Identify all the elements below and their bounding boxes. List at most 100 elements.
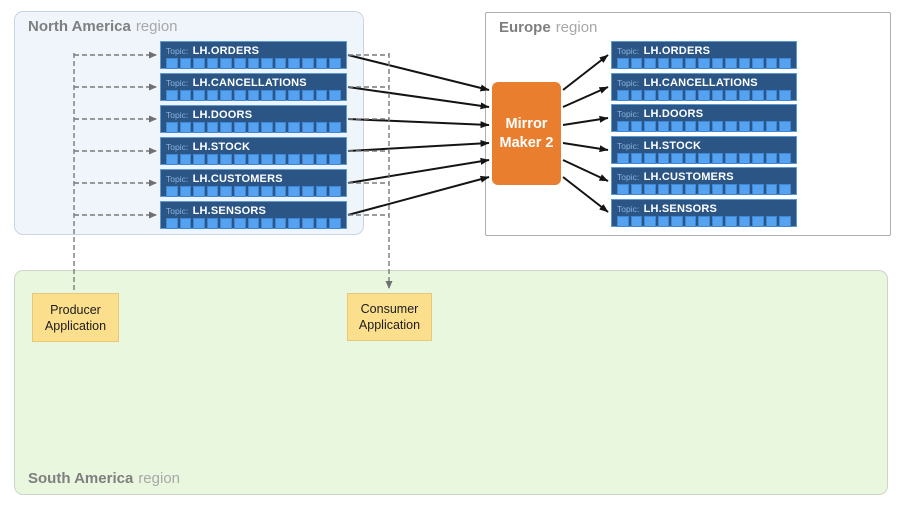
partition-square xyxy=(247,218,260,229)
topic-prefix-label: Topic: xyxy=(617,203,642,214)
partition-square xyxy=(302,58,314,69)
partition-square xyxy=(657,58,670,69)
topic-bar-lh-sensors: Topic: LH.SENSORS xyxy=(611,198,797,227)
region-name: South America xyxy=(28,470,134,487)
partition-square xyxy=(193,186,205,197)
producer-label-line1: Producer xyxy=(50,302,101,317)
partition-square xyxy=(302,154,314,165)
topic-name-label: LH.DOORS xyxy=(643,108,704,120)
partition-square xyxy=(288,186,301,197)
partition-square xyxy=(711,89,724,101)
partition-square xyxy=(288,154,301,165)
partition-square xyxy=(684,121,697,132)
partition-square xyxy=(752,152,764,164)
partition-square xyxy=(329,154,341,165)
partition-square xyxy=(179,218,192,229)
partition-square xyxy=(288,122,301,133)
partition-square xyxy=(261,58,273,69)
partition-row xyxy=(617,121,791,132)
partition-square xyxy=(644,184,656,195)
topic-label-row: Topic: LH.ORDERS xyxy=(617,44,791,57)
partition-square xyxy=(671,121,683,132)
topic-bar-lh-stock: Topic: LH.STOCK xyxy=(160,137,347,165)
partition-square xyxy=(657,152,670,164)
partition-square xyxy=(725,184,737,195)
partition-square xyxy=(261,154,273,165)
partition-square xyxy=(166,218,178,229)
partition-square xyxy=(698,184,710,195)
partition-square xyxy=(738,89,751,101)
partition-square xyxy=(166,186,178,197)
partition-square xyxy=(261,186,273,197)
topic-bar-lh-doors: Topic: LH.DOORS xyxy=(160,105,347,133)
partition-row xyxy=(166,218,341,229)
partition-square xyxy=(779,121,791,132)
topic-bar-lh-orders: Topic: LH.ORDERS xyxy=(160,41,347,69)
partition-square xyxy=(302,186,314,197)
region-name: North America xyxy=(28,18,131,35)
partition-square xyxy=(617,121,629,132)
partition-square xyxy=(179,58,192,69)
topic-prefix-label: Topic: xyxy=(617,172,642,182)
partition-square xyxy=(644,215,656,227)
partition-square xyxy=(725,58,737,69)
topic-prefix-label: Topic: xyxy=(166,174,191,184)
topic-label-row: Topic: LH.CANCELLATIONS xyxy=(166,76,341,89)
partition-square xyxy=(302,218,314,229)
partition-square xyxy=(630,184,643,195)
partition-square xyxy=(779,89,791,101)
partition-square xyxy=(206,218,219,229)
partition-square xyxy=(329,218,341,229)
partition-square xyxy=(247,122,260,133)
partition-square xyxy=(644,121,656,132)
region-name: Europe xyxy=(499,19,551,36)
topic-name-label: LH.CANCELLATIONS xyxy=(192,77,307,89)
partition-square xyxy=(725,215,737,227)
topic-name-label: LH.CUSTOMERS xyxy=(192,173,283,185)
topic-prefix-label: Topic: xyxy=(617,109,642,119)
topic-name-label: LH.CUSTOMERS xyxy=(643,171,734,183)
partition-square xyxy=(166,154,178,165)
partition-square xyxy=(206,90,219,101)
partition-square xyxy=(179,154,192,165)
region-suffix: region xyxy=(135,18,178,35)
partition-square xyxy=(261,218,273,229)
partition-square xyxy=(765,89,778,101)
partition-square xyxy=(193,58,205,69)
partition-square xyxy=(752,121,764,132)
arrow-na-sensors-to-mm2 xyxy=(347,175,490,216)
partition-square xyxy=(179,186,192,197)
topic-name-label: LH.DOORS xyxy=(192,109,253,121)
topic-bar-lh-stock: Topic: LH.STOCK xyxy=(611,135,797,164)
topic-bar-lh-cancellations: Topic: LH.CANCELLATIONS xyxy=(160,73,347,101)
partition-square xyxy=(274,58,287,69)
topic-name-label: LH.SENSORS xyxy=(643,202,718,215)
partition-square xyxy=(752,89,764,101)
partition-square xyxy=(288,58,301,69)
partition-row xyxy=(617,58,791,69)
partition-square xyxy=(738,152,751,164)
region-suffix: region xyxy=(555,19,598,36)
partition-row xyxy=(617,184,791,195)
partition-square xyxy=(657,121,670,132)
topic-label-row: Topic: LH.CANCELLATIONS xyxy=(617,76,791,89)
partition-square xyxy=(617,152,629,164)
partition-square xyxy=(220,90,233,101)
partition-square xyxy=(315,122,328,133)
partition-square xyxy=(302,90,314,101)
topic-label-row: Topic: LH.SENSORS xyxy=(617,202,791,215)
partition-row xyxy=(166,154,341,165)
topic-name-label: LH.ORDERS xyxy=(643,45,711,57)
partition-square xyxy=(630,152,643,164)
partition-square xyxy=(617,58,629,69)
partition-square xyxy=(234,58,246,69)
partition-square xyxy=(261,122,273,133)
partition-square xyxy=(779,215,791,227)
partition-square xyxy=(302,122,314,133)
partition-square xyxy=(725,152,737,164)
consumer-label-line1: Consumer xyxy=(360,302,419,316)
partition-square xyxy=(684,58,697,69)
partition-square xyxy=(684,89,697,101)
